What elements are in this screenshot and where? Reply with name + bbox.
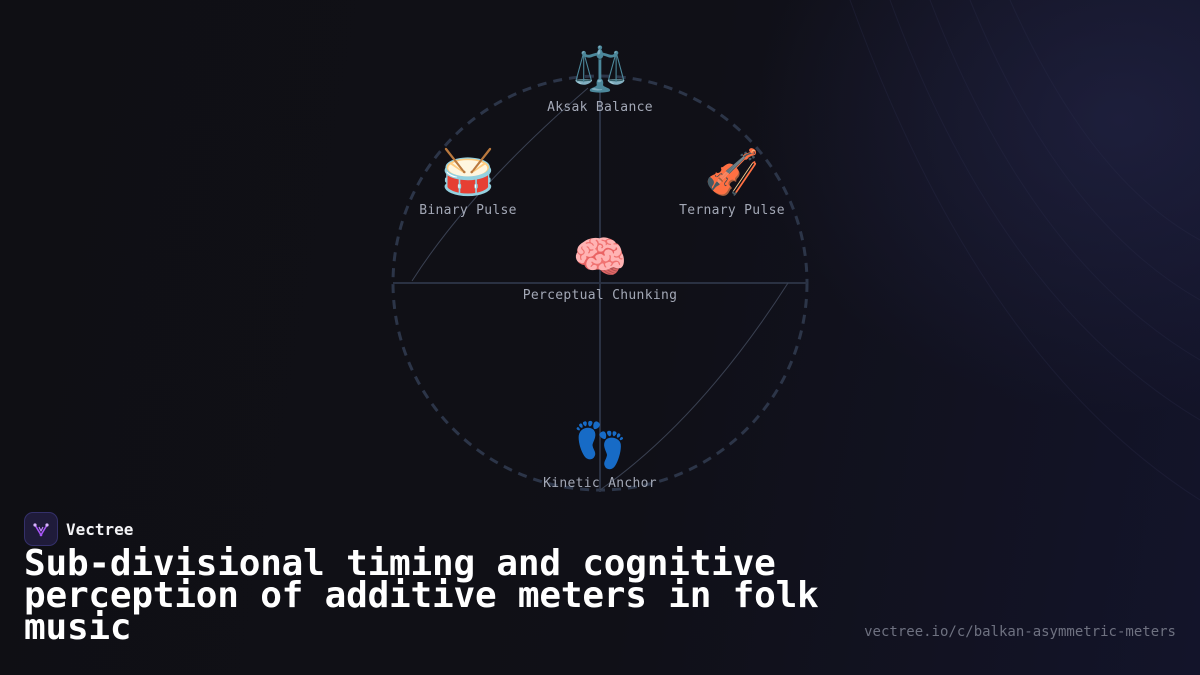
node-label: Binary Pulse	[419, 203, 517, 218]
connector-curve-left	[411, 87, 589, 282]
scales-icon: ⚖️	[572, 45, 628, 94]
node-aksak-balance: ⚖️ Aksak Balance	[547, 44, 653, 115]
node-binary-pulse: 🥁 Binary Pulse	[419, 147, 517, 218]
page-title: Sub-divisional timing and cognitive perc…	[24, 543, 819, 648]
brand-name: Vectree	[66, 519, 134, 539]
node-perceptual-chunking: 🧠 Perceptual Chunking	[523, 232, 677, 303]
vectree-logo-icon	[24, 512, 58, 546]
footprints-icon: 👣	[572, 421, 628, 470]
brand: Vectree	[24, 512, 133, 546]
node-label: Ternary Pulse	[679, 203, 785, 218]
drum-icon: 🥁	[440, 148, 496, 197]
violin-icon: 🎻	[704, 148, 760, 197]
connector-curve-right	[599, 282, 789, 491]
source-url: vectree.io/c/balkan-asymmetric-meters	[864, 624, 1176, 640]
brain-icon: 🧠	[572, 233, 628, 282]
node-kinetic-anchor: 👣 Kinetic Anchor	[543, 420, 657, 491]
node-label: Perceptual Chunking	[522, 288, 678, 303]
node-label: Kinetic Anchor	[543, 476, 657, 491]
node-label: Aksak Balance	[547, 100, 653, 115]
node-ternary-pulse: 🎻 Ternary Pulse	[679, 147, 785, 218]
